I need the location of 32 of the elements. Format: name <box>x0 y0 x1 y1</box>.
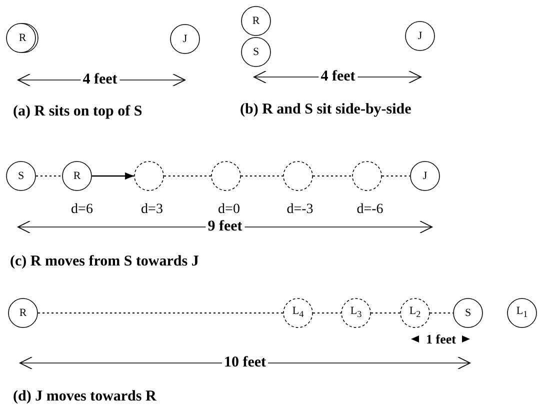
circle-node: L$_{1}$ <box>507 298 537 328</box>
dotted-line <box>370 312 400 314</box>
circle-node: R <box>241 6 271 36</box>
circle-node: S <box>241 37 271 67</box>
caption: (b) R and S sit side-by-side <box>240 102 412 118</box>
caption: (c) R moves from S towards J <box>10 254 199 270</box>
dotted-line <box>312 312 342 314</box>
circle-node: S <box>6 161 36 191</box>
circle-node: R <box>62 161 92 191</box>
stacked-circle-node: R <box>6 23 39 53</box>
dashed-circle-node <box>283 161 313 191</box>
arrow <box>92 172 134 180</box>
dashed-circle-node <box>134 161 164 191</box>
distance-label: d=0 <box>218 203 240 217</box>
dashed-circle-node: L$_{3}$ <box>341 298 371 328</box>
caption: (a) R sits on top of S <box>13 104 142 120</box>
circle-node: R <box>8 298 38 328</box>
distance-label: d=-6 <box>356 203 384 217</box>
circle-node: J <box>405 21 435 51</box>
distance-label: d=-3 <box>286 203 314 217</box>
dashed-circle-node <box>211 161 241 191</box>
dashed-circle-node: L$_{4}$ <box>283 298 313 328</box>
dashed-circle-node: L$_{2}$ <box>400 298 430 328</box>
circle-node: J <box>410 161 440 191</box>
caption: (d) J moves towards R <box>13 390 156 404</box>
distance-label: d=6 <box>71 203 93 217</box>
dimension-label: 1 feet <box>425 332 457 346</box>
dashed-circle-node <box>352 161 382 191</box>
dotted-line <box>38 312 284 314</box>
circle-node: S <box>453 298 483 328</box>
circle-node: J <box>170 24 200 54</box>
distance-label: d=3 <box>141 203 163 217</box>
